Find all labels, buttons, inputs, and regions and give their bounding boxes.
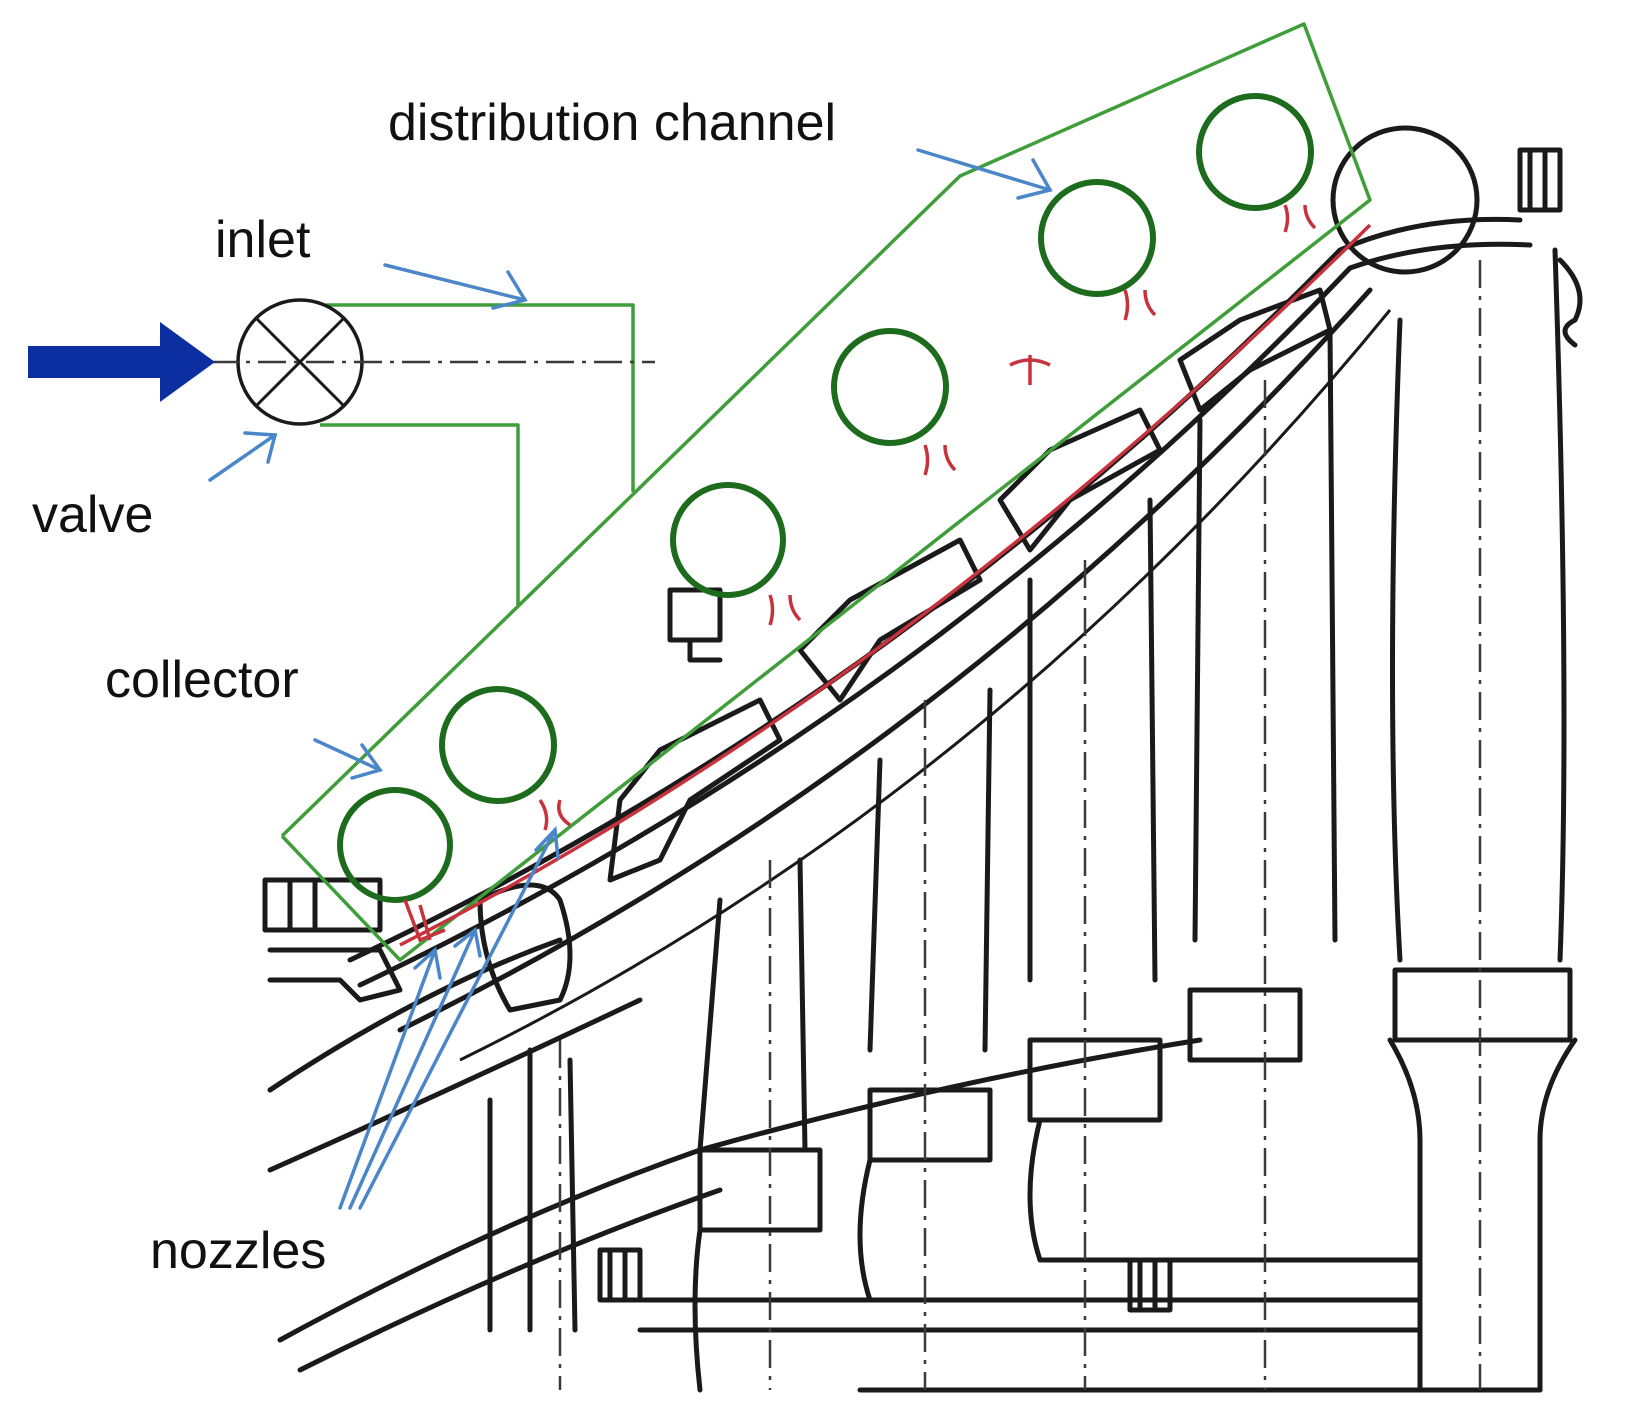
- top-right-bolt: [1517, 147, 1563, 213]
- top-right-cap: [1330, 125, 1480, 275]
- inlet-pointer: [383, 263, 528, 310]
- casing-line: [347, 216, 1523, 963]
- nozzle: [923, 444, 957, 476]
- collector-ring: [439, 686, 557, 804]
- nozzle: [768, 594, 802, 626]
- turbine-blade: [1192, 327, 1338, 943]
- hub-line: [277, 1037, 1203, 1343]
- collector-rings: [337, 93, 1314, 903]
- collector-ring: [1038, 179, 1156, 297]
- blade-root: [1387, 1037, 1578, 1393]
- hub-line: [267, 997, 643, 1173]
- inlet-pipe-lower: [320, 423, 520, 605]
- vane-segment: [797, 537, 983, 703]
- thick-right-arrow: [28, 322, 215, 402]
- channel-outline: [280, 22, 1372, 962]
- casing-line: [459, 309, 1392, 1062]
- label-inlet: inlet: [215, 211, 311, 269]
- blade-root: [1027, 1037, 1163, 1123]
- disk-line: [857, 1157, 1183, 1303]
- collector-pointer: [313, 738, 383, 780]
- mid-flange: [667, 587, 723, 663]
- nozzle: [1283, 204, 1317, 233]
- disk-line: [637, 1297, 1543, 1393]
- turbine-blade: [1390, 247, 1567, 963]
- collector-ring: [670, 482, 786, 598]
- label-collector: collector: [105, 651, 299, 709]
- collector-ring: [1196, 93, 1314, 211]
- valve-pointer: [208, 431, 278, 482]
- collector-ring: [831, 328, 949, 446]
- disk-line: [1027, 1117, 1423, 1263]
- left-flange: [262, 877, 383, 933]
- turbine-cross-section: [262, 125, 1583, 1393]
- vane-segment: [1177, 287, 1333, 413]
- hub-line: [297, 1187, 723, 1373]
- nozzle-line: [399, 223, 1372, 947]
- disk-line: [692, 1227, 703, 1393]
- nozzle: [403, 899, 446, 943]
- casing-line: [357, 241, 1533, 988]
- distribution-channel-pointer: [916, 148, 1053, 200]
- blade-root: [1187, 987, 1303, 1063]
- label-nozzles: nozzles: [150, 1222, 326, 1280]
- turbine-blade: [487, 1047, 578, 1333]
- collector-ring: [337, 787, 453, 903]
- bottom-bolt: [1127, 1257, 1173, 1313]
- turbine-blade: [697, 857, 808, 1153]
- blade-root: [697, 1147, 823, 1233]
- inlet-pipe-upper: [325, 303, 635, 492]
- blade-root: [867, 1087, 993, 1163]
- turbine-blade: [1027, 497, 1158, 983]
- label-valve: valve: [32, 486, 153, 544]
- nozzle: [1123, 289, 1157, 321]
- label-distribution-channel: distribution channel: [388, 94, 836, 152]
- nozzles: [399, 204, 1372, 947]
- bottom-bolt: [597, 1247, 643, 1303]
- nozzle: [538, 799, 572, 831]
- pointer-arrows: [208, 148, 1053, 1210]
- nozzles-pointer: [338, 826, 560, 1210]
- casing-line: [397, 287, 1373, 1033]
- left-flange: [267, 947, 403, 1003]
- turbine-blade: [867, 687, 993, 1053]
- distribution-channel: [280, 22, 1372, 962]
- top-right-hook: [1557, 257, 1583, 348]
- blade-root: [1392, 967, 1573, 1043]
- nozzle: [1009, 355, 1051, 385]
